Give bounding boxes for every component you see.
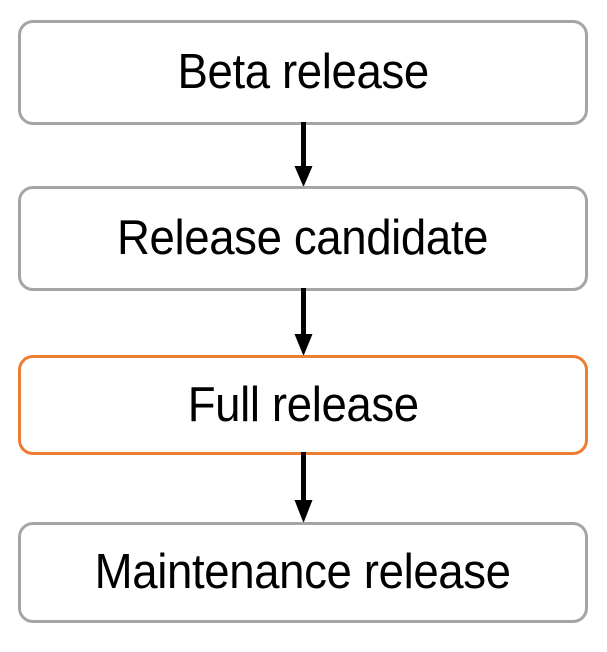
arrow-down-icon — [294, 122, 313, 187]
node-label: Maintenance release — [94, 545, 512, 599]
node-maintenance-release[interactable]: Maintenance release — [18, 522, 588, 623]
node-label: Release candidate — [117, 211, 489, 265]
node-release-candidate[interactable]: Release candidate — [18, 186, 588, 291]
node-full-release[interactable]: Full release — [18, 355, 588, 455]
node-beta-release[interactable]: Beta release — [18, 20, 588, 125]
node-label: Full release — [187, 377, 419, 432]
arrow-down-icon — [294, 288, 313, 356]
node-label: Beta release — [177, 45, 429, 99]
connector-full-to-maintenance — [0, 452, 607, 526]
connector-rc-to-full — [0, 288, 607, 359]
arrow-down-icon — [294, 452, 313, 523]
connector-beta-to-rc — [0, 122, 607, 190]
